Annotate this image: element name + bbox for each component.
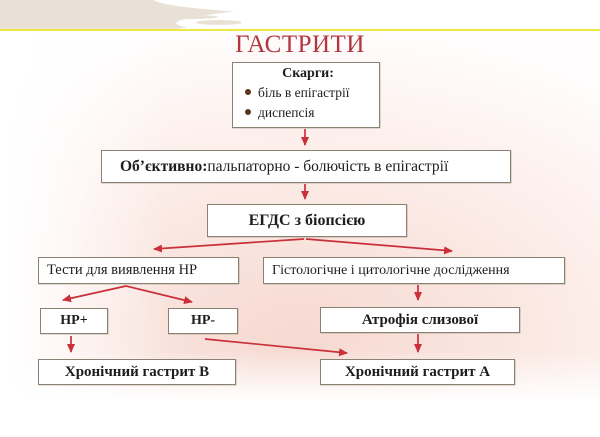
swoosh-streak [160,15,218,19]
mucosal-atrophy-box: Атрофія слизової [320,307,520,333]
complaint-item: диспепсія [245,103,371,123]
hp-tests-box: Тести для виявлення НР [38,257,239,284]
hp-positive-box: НР+ [40,308,108,334]
complaint-text: біль в епігастрії [258,85,350,100]
complaint-item: біль в епігастрії [245,83,371,103]
objective-label-bold: Об’єктивно: [120,157,208,175]
top-band [0,0,600,29]
bullet-icon [245,109,251,115]
histology-box: Гістологічне і цитологічне дослідження [263,257,565,284]
complaint-text: диспепсія [258,105,315,120]
arrow-egds-to-histology [305,238,453,255]
arrow-hp-negative-to-gastritis-a [204,338,348,357]
slide-title: ГАСТРИТИ [235,31,365,58]
bullet-icon [245,89,251,95]
arrow-tests-to-hp-positive [62,285,127,303]
chronic-gastritis-a-box: Хронічний гастрит А [320,359,515,385]
swoosh-streak [146,9,212,14]
objective-box: Об’єктивно:пальпаторно - болючість в епі… [101,150,511,183]
egds-box: ЕГДС з біопсією [207,204,407,237]
objective-label-rest: пальпаторно - болючість в епігастрії [207,157,449,175]
swoosh-streak [196,20,242,25]
arrow-tests-to-hp-negative [125,285,193,305]
complaints-title: Скарги: [282,66,334,81]
divider-line [0,29,600,31]
arrow-egds-to-tests [153,238,305,253]
complaints-box: Скарги: біль в епігастрії диспепсія [232,62,380,128]
chronic-gastritis-b-box: Хронічний гастрит В [38,359,236,385]
hp-negative-box: НР- [168,308,238,334]
